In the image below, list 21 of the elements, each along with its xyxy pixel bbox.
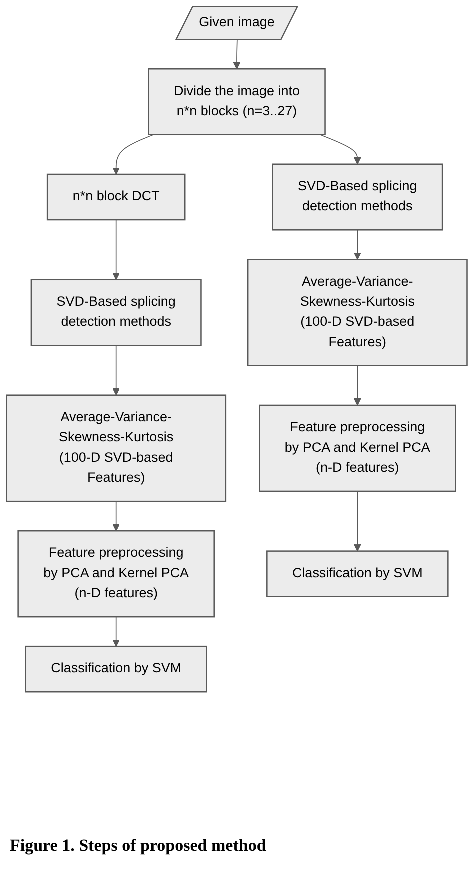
arrow	[354, 230, 362, 260]
node-box: n*n block DCT	[46, 174, 186, 221]
arrow	[233, 40, 241, 70]
arrow	[320, 134, 362, 165]
node-box: Classification by SVM	[266, 550, 449, 598]
arrow	[112, 134, 154, 175]
arrow	[354, 365, 362, 406]
arrow	[112, 616, 120, 647]
arrow	[112, 501, 120, 532]
node-box: Average-Variance-Skewness-Kurtosis (100-D SVD-based Features)	[6, 394, 227, 502]
node-box: SVD-Based splicing detection methods	[272, 164, 444, 231]
figure-caption: Figure 1. Steps of proposed method	[9, 835, 268, 857]
node-box: Divide the image into n*n blocks (n=3..27)	[148, 68, 326, 136]
node-box: SVD-Based splicing detection methods	[30, 279, 202, 346]
node-box: Feature preprocessing by PCA and Kernel PCA (n-D features)	[18, 530, 215, 618]
node-box: Average-Variance-Skewness-Kurtosis (100-D SVD-based Features)	[247, 259, 468, 366]
node-box: Classification by SVM	[25, 646, 208, 693]
arrow	[112, 220, 120, 280]
arrow	[112, 345, 120, 396]
arrow	[354, 491, 362, 552]
node-box: Feature preprocessing by PCA and Kernel PCA (n-D features)	[259, 404, 456, 492]
